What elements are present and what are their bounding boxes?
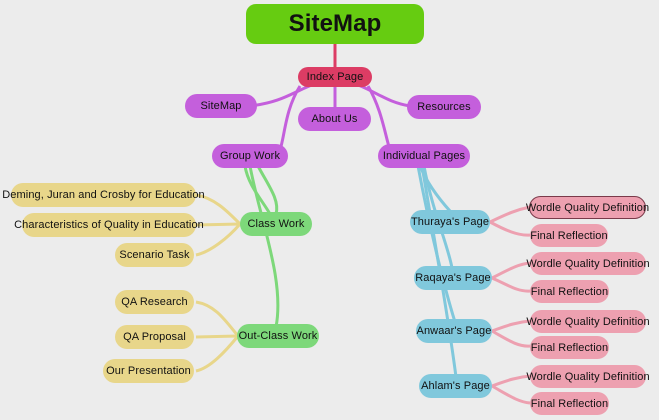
group-work-node[interactable]: Group Work [212, 144, 288, 168]
out-class-item[interactable]: QA Proposal [115, 325, 194, 349]
connector [195, 193, 242, 226]
connector [195, 223, 242, 257]
resources-node[interactable]: Resources [407, 95, 481, 119]
final-reflection-node[interactable]: Final Reflection [530, 280, 609, 303]
connector [195, 300, 240, 337]
about-us-node[interactable]: About Us [298, 107, 371, 131]
sitemap-title[interactable]: SiteMap [246, 4, 424, 44]
wordle-quality-definition-node[interactable]: Wordle Quality Definition [526, 196, 649, 219]
class-work-item[interactable]: Scenario Task [115, 243, 194, 267]
connector [491, 276, 531, 293]
connector [491, 261, 531, 280]
final-reflection-node[interactable]: Final Reflection [530, 392, 609, 415]
wordle-quality-definition-node[interactable]: Wordle Quality Definition [526, 365, 650, 388]
connector [491, 329, 531, 348]
connector [491, 374, 531, 388]
wordle-quality-definition-node[interactable]: Wordle Quality Definition [526, 310, 650, 333]
connector [489, 220, 531, 237]
class-work-item[interactable]: Characteristics of Quality in Education [14, 213, 204, 237]
individual-pages-node[interactable]: Individual Pages [378, 144, 470, 168]
out-class-item[interactable]: Our Presentation [103, 359, 194, 383]
out-class-item[interactable]: QA Research [115, 290, 194, 314]
connector [491, 319, 531, 333]
connector [243, 165, 272, 215]
person-page-node[interactable]: Ahlam's Page [419, 374, 492, 398]
class-work-item[interactable]: Deming, Juran and Crosby for Education [2, 183, 205, 207]
connector [195, 335, 240, 373]
connector [256, 165, 279, 215]
index-page-node[interactable]: Index Page [298, 67, 372, 87]
connector [491, 384, 531, 405]
person-page-node[interactable]: Thuraya's Page [410, 210, 490, 234]
connector [195, 334, 239, 339]
wordle-quality-definition-node[interactable]: Wordle Quality Definition [526, 252, 650, 275]
person-page-node[interactable]: Raqaya's Page [414, 266, 492, 290]
person-page-node[interactable]: Anwaar's Page [416, 319, 492, 343]
final-reflection-node[interactable]: Final Reflection [530, 336, 609, 359]
connector [195, 222, 241, 227]
class-work-node[interactable]: Class Work [240, 212, 312, 236]
out-class-work-node[interactable]: Out-Class Work [237, 324, 319, 348]
connector [248, 165, 280, 328]
final-reflection-node[interactable]: Final Reflection [530, 224, 608, 247]
connector [489, 205, 531, 224]
sitemap-node[interactable]: SiteMap [185, 94, 257, 118]
